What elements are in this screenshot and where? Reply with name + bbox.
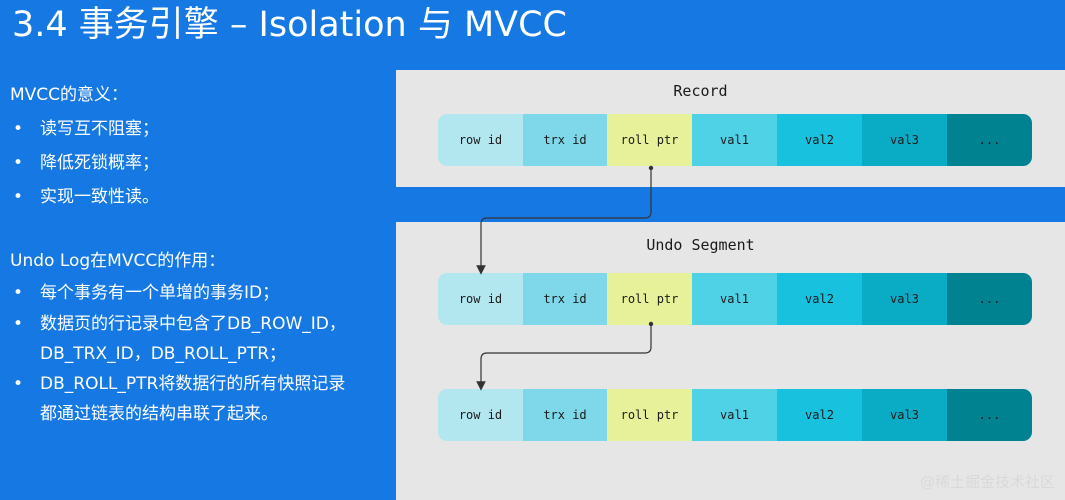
field-val3: val3 [862,389,947,441]
field-roll-ptr: roll ptr [607,273,692,325]
field-val1: val1 [692,273,777,325]
list-item: DB_ROLL_PTR将数据行的所有快照记录都通过链表的结构串联了起来。 [10,369,350,429]
mvcc-meaning-list: 读写互不阻塞； 降低死锁概率； 实现一致性读。 [10,112,159,214]
undo-log-section: Undo Log在MVCC的作用： 每个事务有一个单增的事务ID； 数据页的行记… [10,248,370,429]
field-more: ... [947,114,1032,166]
undo-segment-panel: Undo Segment row id trx id roll ptr val1… [396,222,1065,500]
list-item: 降低死锁概率； [10,146,159,180]
mvcc-meaning-section: MVCC的意义： 读写互不阻塞； 降低死锁概率； 实现一致性读。 [10,82,159,214]
record-panel: Record row id trx id roll ptr val1 val2 … [396,70,1065,187]
field-row-id: row id [438,389,523,441]
undo-record: row id trx id roll ptr val1 val2 val3 ..… [438,273,1032,325]
field-row-id: row id [438,273,523,325]
field-val2: val2 [777,114,862,166]
undo-record: row id trx id roll ptr val1 val2 val3 ..… [438,389,1032,441]
field-val3: val3 [862,114,947,166]
field-val1: val1 [692,114,777,166]
list-item: 读写互不阻塞； [10,112,159,146]
field-trx-id: trx id [523,389,607,441]
mvcc-meaning-heading: MVCC的意义： [10,85,129,105]
field-roll-ptr: roll ptr [607,114,692,166]
field-val2: val2 [777,273,862,325]
field-row-id: row id [438,114,523,166]
list-item: 数据页的行记录中包含了DB_ROW_ID，DB_TRX_ID，DB_ROLL_P… [10,309,370,369]
page-title: 3.4 事务引擎 – Isolation 与 MVCC [12,5,567,45]
list-item: 每个事务有一个单增的事务ID； [10,278,370,309]
field-val1: val1 [692,389,777,441]
watermark: @稀土掘金技术社区 [919,473,1055,491]
field-trx-id: trx id [523,114,607,166]
current-record: row id trx id roll ptr val1 val2 val3 ..… [438,114,1032,166]
field-val2: val2 [777,389,862,441]
field-val3: val3 [862,273,947,325]
field-more: ... [947,389,1032,441]
field-roll-ptr: roll ptr [607,389,692,441]
list-item: 实现一致性读。 [10,180,159,214]
record-label: Record [673,82,728,100]
undo-log-list: 每个事务有一个单增的事务ID； 数据页的行记录中包含了DB_ROW_ID，DB_… [10,278,370,429]
field-trx-id: trx id [523,273,607,325]
undo-log-heading: Undo Log在MVCC的作用： [10,251,226,271]
field-more: ... [947,273,1032,325]
undo-segment-label: Undo Segment [646,236,755,254]
